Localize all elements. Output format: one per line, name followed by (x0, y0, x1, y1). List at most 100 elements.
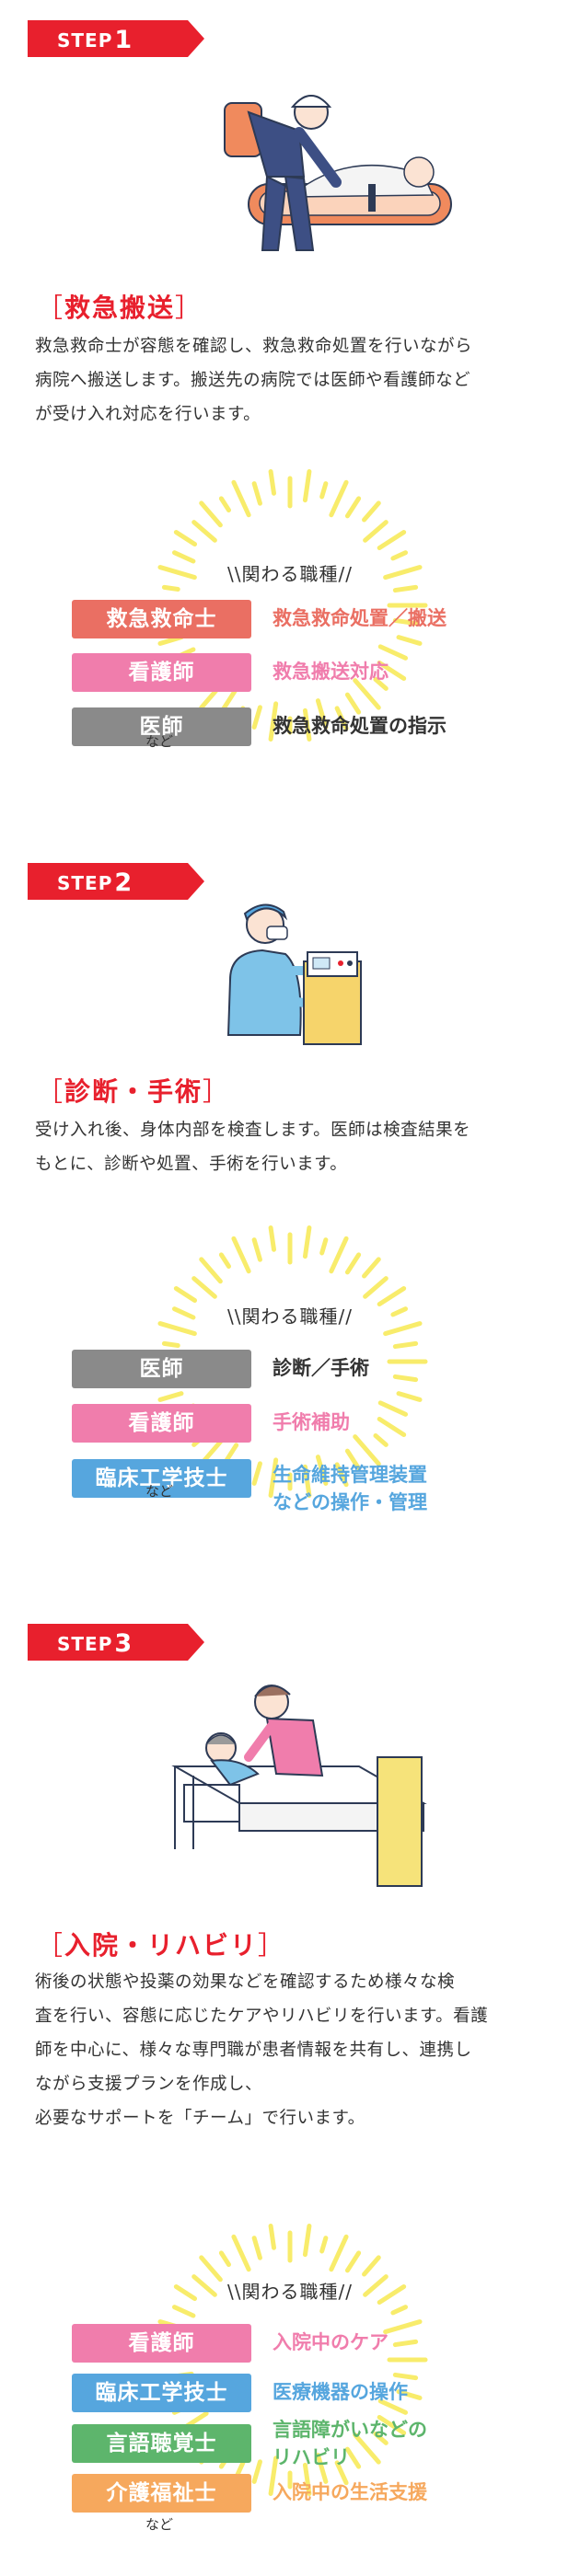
burst-ray (251, 1461, 262, 1486)
role-row: 言語聴覚士 言語障がいなどのリハビリ (0, 2386, 580, 2468)
burst-ray (334, 706, 349, 731)
roles-heading: \\関わる職種// (227, 563, 353, 585)
burst-ray (329, 2234, 349, 2272)
burst-ray (173, 530, 198, 547)
burst-ray (377, 644, 409, 661)
burst-ray (392, 2372, 419, 2381)
burst-ray (268, 468, 276, 496)
burst-ray (171, 2305, 196, 2318)
burst-ray (231, 479, 251, 518)
role-row: 看護師 入院中のケア (0, 2285, 580, 2363)
step-banner-shape (28, 863, 204, 900)
burst-ray (157, 1321, 197, 1337)
step-label: STEP1 (57, 26, 133, 54)
burst-ray (390, 550, 409, 561)
burst-ray (268, 701, 279, 742)
role-description: 生命維持管理装置などの操作・管理 (273, 1464, 427, 1513)
burst-ray (377, 2414, 407, 2435)
burst-ray (344, 496, 362, 519)
burst-ray (329, 479, 349, 518)
role-badge: 医師 (72, 1350, 251, 1388)
burst-ray (377, 2284, 407, 2306)
burst-ray (362, 500, 381, 523)
role-description: 言語障がいなどのリハビリ (273, 2419, 427, 2468)
burst-ray (377, 2398, 409, 2415)
burst-ray (329, 1236, 349, 1274)
nurse-patient-bed-illustration (171, 1685, 427, 1887)
burst-ray (362, 2255, 381, 2277)
step-label: STEP3 (57, 1629, 133, 1658)
burst-ray (199, 1257, 223, 1284)
body-line: ながら支援プランを作成し、 (35, 2075, 263, 2094)
burst-ray (191, 1276, 217, 1299)
burst-ray (231, 2234, 251, 2272)
burst-ray (191, 2274, 217, 2297)
body-line: 師を中心に、様々な専門職が患者情報を共有し、連携し (35, 2041, 472, 2060)
burst-ray (302, 468, 312, 503)
burst-ray (157, 1391, 184, 1402)
burst-ray (353, 1434, 381, 1466)
burst-ray (373, 2432, 389, 2445)
burst-ray (392, 584, 419, 593)
etc-label: など (145, 2516, 174, 2533)
burst-ray (171, 1306, 196, 1320)
roles-heading: \\関わる職種// (227, 2281, 353, 2303)
role-row: 医師 救急救命処置の指示 (0, 669, 580, 746)
section-body: 術後の状態や投薬の効果などを確認するため様々な検 査を行い、容態に応じたケアやリ… (35, 1965, 551, 2135)
burst-ray (161, 584, 180, 592)
burst-ray (363, 2274, 389, 2297)
role-row: 救急救命士 救急救命処置／搬送 (0, 561, 580, 638)
role-badge: 看護師 (72, 653, 251, 692)
burst-ray (344, 692, 362, 715)
section-body: 受け入れ後、身体内部を検査します。医師は検査結果を もとに、診断や処置、手術を行… (35, 1113, 551, 1181)
body-line: が受け入れ対応を行います。 (35, 405, 261, 424)
roles-heading: \\関わる職種// (227, 1305, 353, 1328)
burst-ray (251, 2459, 262, 2484)
burst-ray (392, 617, 419, 627)
role-description: 入院中のケア (273, 2331, 389, 2353)
body-line: 術後の状態や投薬の効果などを確認するため様々な検 (35, 1972, 456, 1992)
role-row: 臨床工学技士 生命維持管理装置などの操作・管理 (0, 1420, 580, 1513)
burst-ray (315, 698, 329, 730)
step-label: STEP2 (57, 868, 133, 897)
burst-ray (383, 565, 423, 581)
burst-ray (373, 1433, 389, 1447)
step-banner: STEP2 (28, 863, 204, 900)
burst-ray (392, 2339, 419, 2348)
body-line: 病院へ搬送します。搬送先の病院では医師や看護師など (35, 371, 471, 390)
burst-ray (319, 1237, 329, 1256)
burst-ray (377, 1400, 409, 1417)
burst-ray (396, 1391, 423, 1402)
burst-ray (302, 2462, 312, 2497)
etc-label: など (145, 1483, 174, 1500)
step-banner: STEP1 (28, 20, 204, 57)
burst-ray (157, 565, 197, 581)
burst-ray (377, 530, 407, 551)
burst-ray (199, 500, 223, 528)
role-description: 入院中の生活支援 (273, 2481, 427, 2503)
section-title: ［入院・リハビリ］ (37, 1930, 286, 1961)
burst-ray (315, 2453, 329, 2484)
burst-ray (392, 1340, 419, 1350)
burst-ray (334, 2460, 349, 2486)
burst-ray (302, 1225, 312, 1259)
role-badge: 臨床工学技士 (72, 1459, 251, 1498)
burst-ray (173, 2284, 198, 2302)
burst-ray (363, 520, 389, 543)
role-badge: 看護師 (72, 2324, 251, 2363)
body-line: 必要なサポートを「チーム」で行います。 (35, 2109, 365, 2128)
role-badge: 医師 (72, 707, 251, 746)
burst-ray (268, 1457, 279, 1499)
burst-ray (268, 2223, 276, 2250)
role-description: 救急搬送対応 (273, 661, 389, 683)
burst-ray (268, 2455, 279, 2497)
section-title: ［救急搬送］ (37, 293, 203, 323)
role-badge: 看護師 (72, 1404, 251, 1443)
burst-ray (392, 1374, 419, 1383)
role-row: 介護福祉士 入院中の生活支援 (0, 2435, 580, 2513)
burst-ray (319, 2236, 329, 2254)
burst-ray (377, 660, 407, 681)
step-section-2: STEP2 ［診断・手術］ 受け入れ後、身体内部を検査します。医師は検査結果を … (0, 863, 580, 1513)
section-body: 救急救命士が容態を確認し、救急救命処置を行いながら 病院へ搬送します。搬送先の病… (35, 329, 551, 431)
